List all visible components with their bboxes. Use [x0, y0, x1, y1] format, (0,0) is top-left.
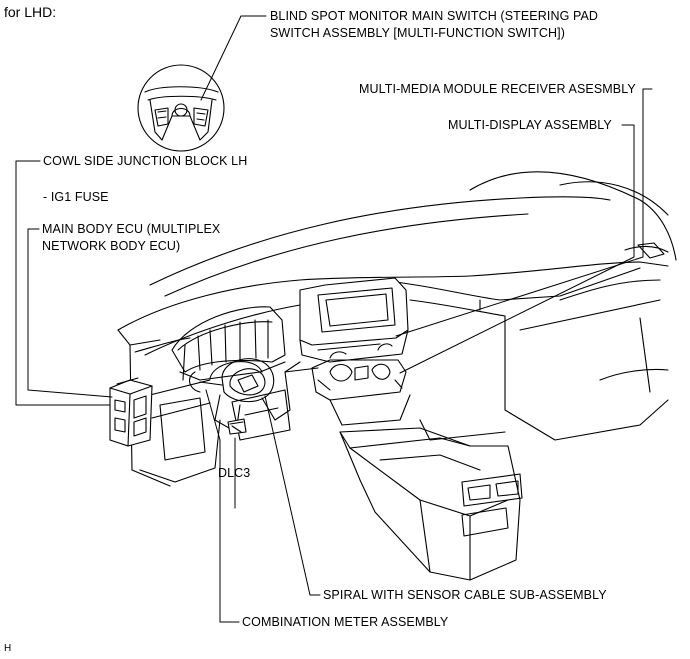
label-ig1-fuse: - IG1 FUSE: [43, 190, 109, 204]
dlc3-connector: [227, 418, 247, 435]
center-stack: [299, 277, 411, 426]
label-dlc3: DLC3: [218, 466, 251, 480]
region-label: for LHD:: [4, 4, 57, 20]
figure-code: H: [4, 643, 12, 654]
dashboard-shell: [117, 261, 669, 487]
label-multi-display: MULTI-DISPLAY ASSEMBLY: [448, 118, 612, 132]
steering-column: [189, 358, 319, 433]
main-body-ecu: [109, 377, 153, 447]
label-multimedia-receiver: MULTI-MEDIA MODULE RECEIVER ASESMBLY: [359, 82, 636, 96]
label-bsm-main-switch: BLIND SPOT MONITOR MAIN SWITCH (STEERING…: [270, 9, 599, 40]
label-cowl-side-junction-block: COWL SIDE JUNCTION BLOCK LH: [43, 154, 248, 168]
center-console: [339, 427, 523, 581]
label-combination-meter: COMBINATION METER ASSEMBLY: [242, 615, 449, 629]
label-spiral-cable: SPIRAL WITH SENSOR CABLE SUB-ASSEMBLY: [323, 588, 607, 602]
leader-lines: [15, 15, 653, 623]
windshield-outline: [149, 171, 677, 297]
combination-meter: [171, 306, 286, 381]
label-main-body-ecu: MAIN BODY ECU (MULTIPLEX NETWORK BODY EC…: [42, 222, 221, 253]
steering-wheel-inset: [137, 64, 225, 152]
